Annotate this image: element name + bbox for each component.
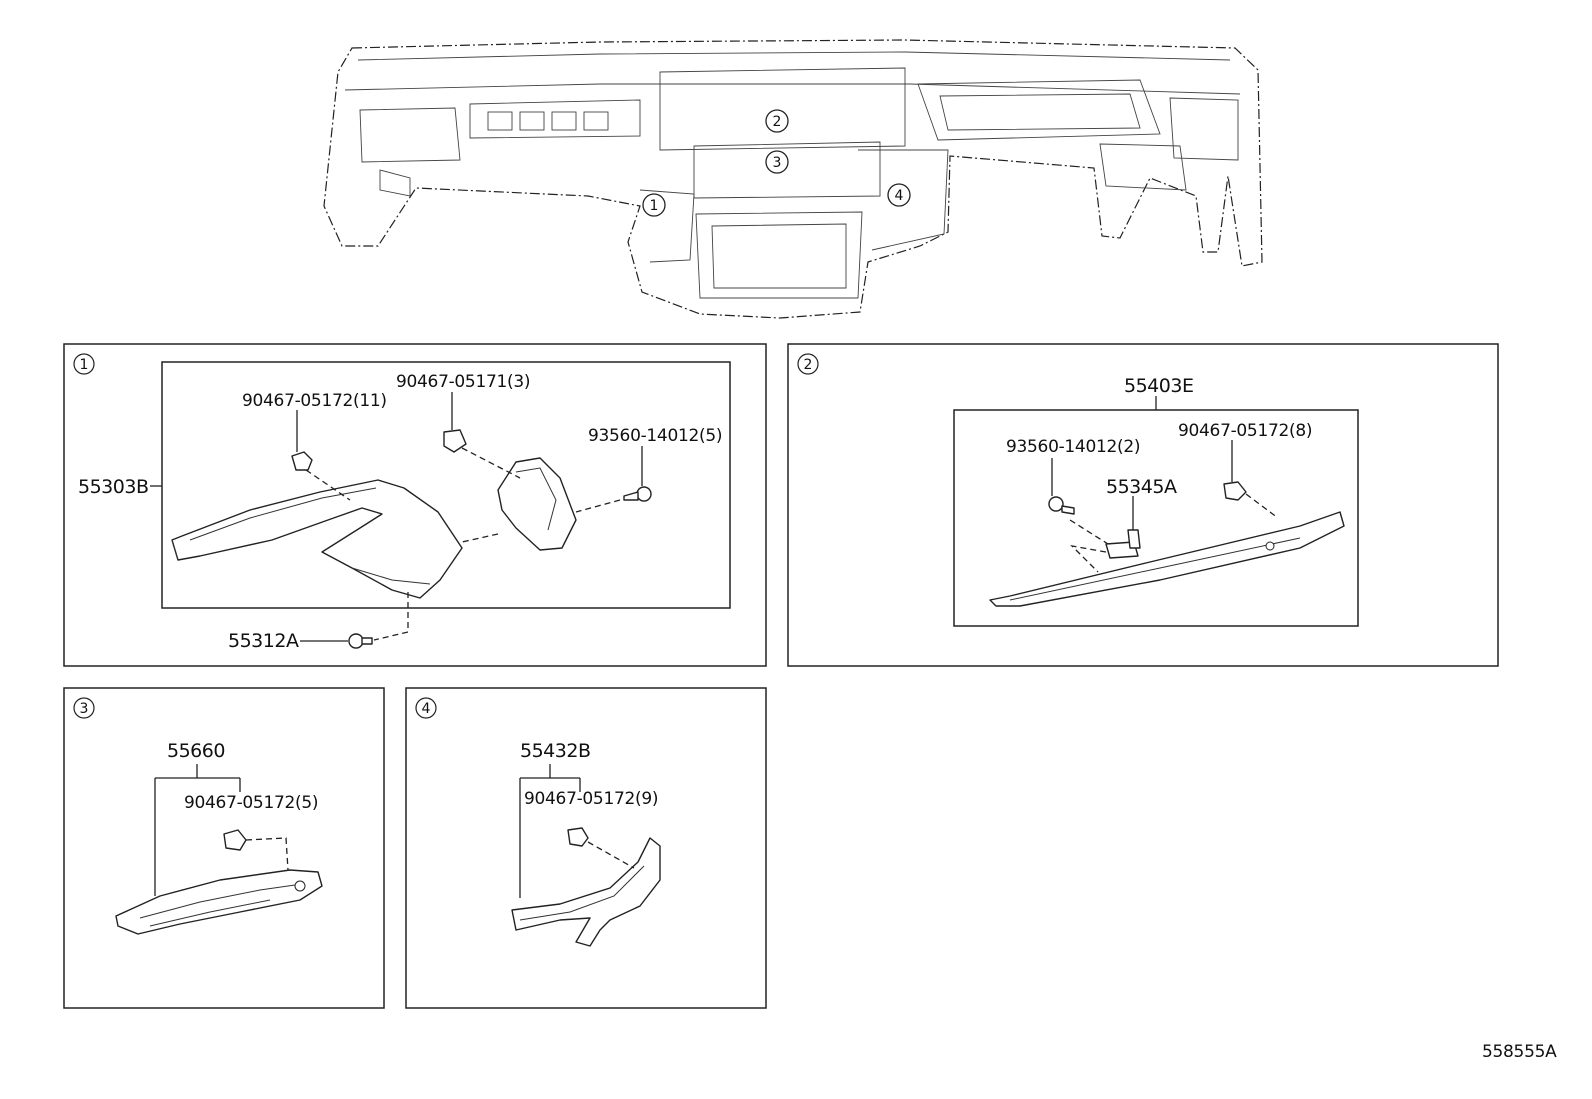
svg-text:3: 3 [773,155,782,171]
label-55345A: 55345A [1106,476,1177,498]
part-55432B-drawing[interactable] [511,837,661,947]
panel-1-number-badge: 1 [73,353,95,375]
clip-90467-05172-icon [1223,481,1247,501]
bracket-drawing [497,457,577,551]
label-90467-05172-5: 90467-05172(5) [184,793,318,813]
callout-4[interactable]: 4 [887,183,911,207]
label-90467-05172-11: 90467-05172(11) [242,391,387,411]
bracket-55345A-icon [1105,529,1141,559]
svg-text:2: 2 [804,357,813,373]
callout-1[interactable]: 1 [642,193,666,217]
svg-text:1: 1 [80,357,89,373]
label-55660: 55660 [167,740,225,762]
label-55303B: 55303B [78,476,148,498]
callout-3[interactable]: 3 [765,150,789,174]
part-55303B-drawing[interactable] [171,479,463,599]
callout-2[interactable]: 2 [765,109,789,133]
svg-text:4: 4 [422,701,431,717]
label-90467-05172-8: 90467-05172(8) [1178,421,1312,441]
clip-90467-05171-icon [443,429,467,453]
panel-3: 3 55660 90467-05172(5) [63,687,385,1009]
label-55312A: 55312A [228,630,299,652]
panel-3-number-badge: 3 [73,697,95,719]
screw-93560-14012-icon [623,486,652,502]
label-90467-05172-9: 90467-05172(9) [524,789,658,809]
label-55403E: 55403E [1124,375,1193,397]
label-93560-14012-2: 93560-14012(2) [1006,437,1140,457]
label-90467-05171-3: 90467-05171(3) [396,372,530,392]
svg-text:4: 4 [895,188,904,204]
svg-text:1: 1 [650,198,659,214]
illustration-code: 558555A [1482,1042,1557,1062]
panel-4-number-badge: 4 [415,697,437,719]
panel-1: 1 [63,343,767,667]
label-55432B: 55432B [520,740,590,762]
screw-93560-14012-icon [1048,496,1075,515]
svg-text:2: 2 [773,114,782,130]
instrument-panel-overview: 1 2 3 4 [323,39,1263,319]
clip-90467-05172-icon [223,829,247,851]
panel-2-number-badge: 2 [797,353,819,375]
clip-90467-05172-icon [291,451,313,471]
clip-90467-05172-icon [567,827,589,847]
svg-text:3: 3 [80,701,89,717]
part-55403E-drawing[interactable] [989,511,1345,607]
pin-55312A-icon [348,633,373,649]
panel-4: 4 55432B 90467-05172(9) [405,687,767,1009]
part-55660-drawing[interactable] [115,869,323,935]
label-93560-14012-5: 93560-14012(5) [588,426,722,446]
panel-2: 2 55403E 93560-14012(2) 90467-05172(8) 5… [787,343,1499,667]
panel-1-assembly-box [161,361,731,609]
